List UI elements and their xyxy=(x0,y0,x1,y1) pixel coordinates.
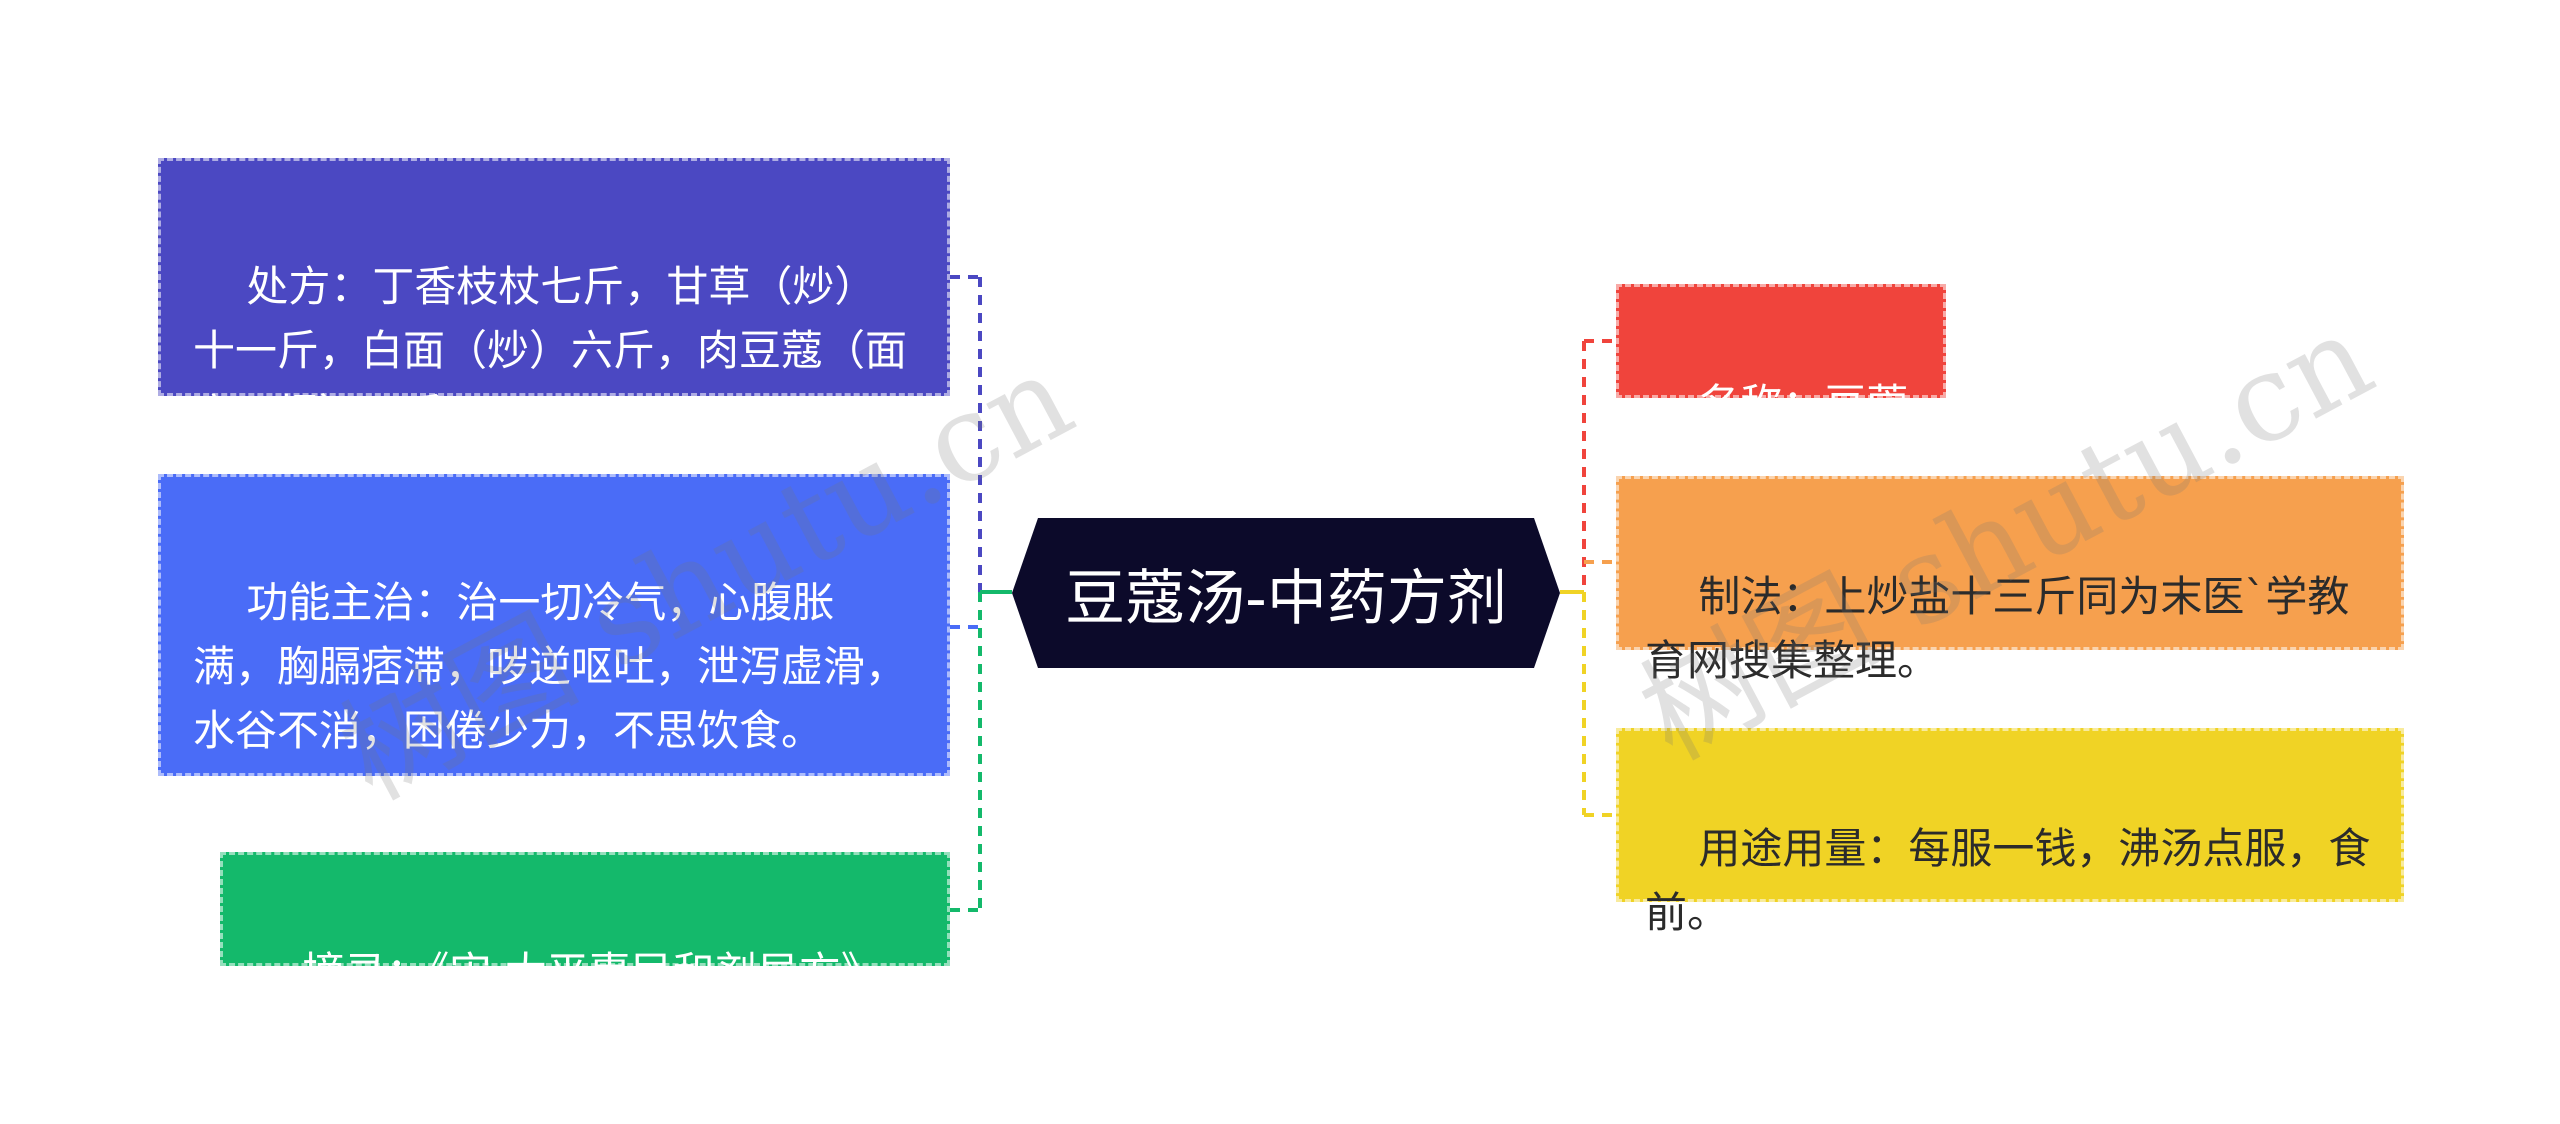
node-usage-text: 用途用量：每服一钱，沸汤点服，食前。 xyxy=(1645,824,2371,937)
node-excerpt[interactable]: 摘录：《宋·太平惠民和剂局方》 xyxy=(220,852,950,997)
node-method[interactable]: 制法：上炒盐十三斤同为末医`学教育网搜集整理。 xyxy=(1616,476,2404,685)
node-function-text: 功能主治：治一切冷气，心腹胀满，胸膈痞滞，哕逆呕吐，泄泻虚滑，水谷不消，困倦少力… xyxy=(193,578,908,755)
node-excerpt-text: 摘录：《宋·太平惠民和剂局方》 xyxy=(302,948,883,997)
node-function[interactable]: 功能主治：治一切冷气，心腹胀满，胸膈痞滞，哕逆呕吐，泄泻虚滑，水谷不消，困倦少力… xyxy=(158,474,950,776)
node-prescription-text: 处方：丁香枝杖七斤，甘草（炒）十一斤，白面（炒）六斤，肉豆蔻（面裹、煨）八斤。 xyxy=(193,262,908,439)
node-method-text: 制法：上炒盐十三斤同为末医`学教育网搜集整理。 xyxy=(1645,572,2350,685)
central-topic[interactable]: 豆蔻汤-中药方剂 xyxy=(1012,518,1560,668)
central-topic-text: 豆蔻汤-中药方剂 xyxy=(1065,563,1507,634)
node-prescription[interactable]: 处方：丁香枝杖七斤，甘草（炒）十一斤，白面（炒）六斤，肉豆蔻（面裹、煨）八斤。 xyxy=(158,158,950,439)
node-usage[interactable]: 用途用量：每服一钱，沸汤点服，食前。 xyxy=(1616,728,2404,937)
node-name[interactable]: 名称：豆蔻汤 xyxy=(1616,284,1946,493)
